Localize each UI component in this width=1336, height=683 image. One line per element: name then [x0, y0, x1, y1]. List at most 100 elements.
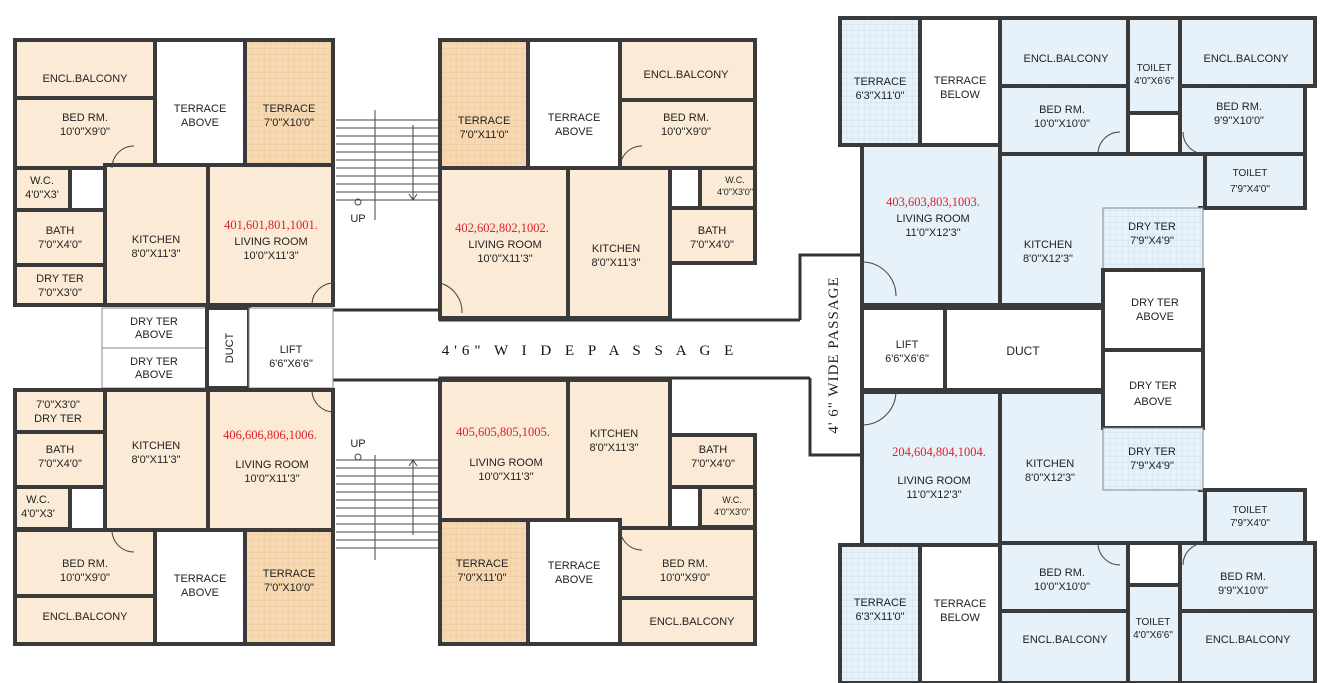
dry-ter-above-label-2: ABOVE	[1136, 311, 1174, 323]
bath-size: 7'0"X4'0"	[38, 239, 82, 251]
kitchen-size: 8'0"X11'3"	[589, 442, 638, 454]
bath-size: 7'0"X4'0"	[690, 239, 734, 251]
dry-ter-above-label-2: ABOVE	[135, 369, 173, 381]
toilet-label: TOILET	[1233, 168, 1268, 179]
lift-size: 6'6"X6'6"	[885, 353, 929, 365]
terrace-below-label: TERRACE	[934, 598, 987, 610]
encl-balcony-wb-bot-2	[1178, 609, 1317, 683]
dry-ter-above-label: DRY TER	[130, 316, 178, 328]
terrace-above-label-2: ABOVE	[181, 587, 219, 599]
dry-ter-size: 7'0"X3'0"	[38, 287, 82, 299]
toilet-wb-bot-2	[1203, 488, 1307, 545]
unit-402: TERRACE 7'0"X11'0" TERRACE ABOVE ENCL.BA…	[438, 38, 757, 320]
dry-ter-above-label-2: ABOVE	[1134, 396, 1172, 408]
lift-size: 6'6"X6'6"	[269, 358, 313, 370]
wing-a: ENCL.BALCONY BED RM. 10'0"X9'0" TERRACE …	[13, 38, 810, 646]
wing-b: TERRACE 6'3"X11'0" TERRACE BELOW ENCL.BA…	[838, 16, 1317, 683]
terrace-below-label-2: BELOW	[940, 89, 980, 101]
encl-balcony-label: ENCL.BALCONY	[1023, 634, 1109, 646]
terrace-above-bl	[153, 528, 247, 646]
bedroom-size: 10'0"X9'0"	[661, 126, 711, 138]
terrace-above-label: TERRACE	[548, 112, 601, 124]
dry-ter-above-label: DRY TER	[1129, 380, 1177, 392]
bedroom-size: 9'9"X10'0"	[1218, 585, 1268, 597]
living-size: 11'0"X12'3"	[905, 227, 960, 239]
toilet-label: TOILET	[1137, 63, 1172, 74]
dry-ter-above-label: DRY TER	[1131, 297, 1179, 309]
wc-label: W.C.	[725, 175, 745, 185]
kitchen-tl	[103, 163, 210, 307]
bath-size: 7'0"X4'0"	[691, 458, 735, 470]
bedroom-br	[618, 526, 757, 600]
unit-406: 7'0"X3'0" DRY TER BATH 7'0"X4'0" W.C. 4'…	[13, 388, 335, 646]
dry-ter-wb-top	[1102, 207, 1204, 271]
bedroom-wb-bot-2	[1178, 541, 1317, 613]
toilet-wb-1	[1126, 16, 1182, 115]
dry-ter-size: 7'9"X4'9"	[1130, 460, 1174, 472]
bath-size: 7'0"X4'0"	[38, 458, 82, 470]
living-tl	[206, 163, 335, 307]
duct-label: DUCT	[1006, 344, 1040, 358]
terrace-br	[438, 518, 530, 646]
terrace-above-label-2: ABOVE	[555, 126, 593, 138]
living-size: 10'0"X11'3"	[244, 473, 299, 485]
bedroom-label: BED RM.	[1220, 571, 1266, 583]
toilet-label: TOILET	[1233, 505, 1268, 516]
lift-b	[860, 306, 947, 392]
bath-label: BATH	[46, 225, 75, 237]
unit-401: ENCL.BALCONY BED RM. 10'0"X9'0" TERRACE …	[13, 38, 335, 307]
terrace-below-label: TERRACE	[934, 75, 987, 87]
living-label: LIVING ROOM	[896, 213, 969, 225]
dry-ter-above-1	[101, 307, 208, 349]
lift-a	[248, 307, 334, 389]
living-size: 10'0"X11'3"	[478, 471, 533, 483]
bath-tl	[13, 208, 107, 267]
terrace-tl	[243, 38, 335, 167]
dry-ter-size: 7'0"X3'0"	[36, 399, 80, 411]
kitchen-bl	[103, 388, 210, 532]
terrace-label: TERRACE	[263, 568, 316, 580]
lift-label: LIFT	[280, 344, 303, 356]
bedroom-label: BED RM.	[62, 112, 108, 124]
duct-b	[943, 306, 1105, 392]
dry-ter-bl	[13, 388, 107, 434]
living-label: LIVING ROOM	[234, 236, 307, 248]
kitchen-size: 8'0"X12'3"	[1025, 472, 1075, 484]
core-b: LIFT 6'6"X6'6" DUCT	[860, 306, 1105, 392]
unit-404: DRY TER ABOVE 204,604,804,1004. LIVING R…	[838, 348, 1317, 683]
vertical-passage-label: 4' 6" WIDE PASSAGE	[826, 276, 842, 433]
duct-label: DUCT	[224, 332, 236, 363]
kitchen-size: 8'0"X11'3"	[131, 248, 180, 260]
encl-balcony-label: ENCL.BALCONY	[1206, 634, 1292, 646]
unit-numbers: 402,602,802,1002.	[455, 221, 549, 235]
living-size: 10'0"X11'3"	[477, 253, 532, 265]
terrace-label: TERRACE	[854, 76, 907, 88]
bath-br	[668, 433, 757, 489]
terrace-below-wb-bot	[918, 543, 1002, 683]
toilet-size: 7'9"X4'0"	[1230, 184, 1270, 195]
wc-size: 4'0"X3'0"	[717, 187, 753, 197]
unit-numbers: 401,601,801,1001.	[224, 218, 318, 232]
encl-balcony-label: ENCL.BALCONY	[43, 611, 129, 623]
terrace-above-label: TERRACE	[174, 103, 227, 115]
bedroom-label: BED RM.	[663, 112, 709, 124]
terrace-tr	[438, 38, 530, 170]
terrace-above-label: TERRACE	[174, 573, 227, 585]
bedroom-size: 10'0"X10'0"	[1034, 581, 1090, 593]
kitchen-label: KITCHEN	[592, 243, 640, 255]
kitchen-size: 8'0"X11'3"	[591, 257, 640, 269]
wc-label: W.C.	[30, 175, 54, 187]
wc-label: W.C.	[26, 494, 50, 506]
bath-label: BATH	[46, 444, 75, 456]
living-label: LIVING ROOM	[468, 239, 541, 251]
dry-ter-above-wb-top	[1101, 268, 1205, 352]
living-tr	[438, 166, 570, 320]
unit-403: TERRACE 6'3"X11'0" TERRACE BELOW ENCL.BA…	[838, 16, 1317, 352]
kitchen-size: 8'0"X11'3"	[131, 454, 180, 466]
horizontal-passage-label: 4'6" W I D E P A S S A G E	[442, 343, 739, 359]
unit-numbers: 406,606,806,1006.	[223, 428, 317, 442]
toilet-label: TOILET	[1136, 617, 1171, 628]
bedroom-size: 9'9"X10'0"	[1214, 115, 1264, 127]
bedroom-label: BED RM.	[1039, 104, 1085, 116]
